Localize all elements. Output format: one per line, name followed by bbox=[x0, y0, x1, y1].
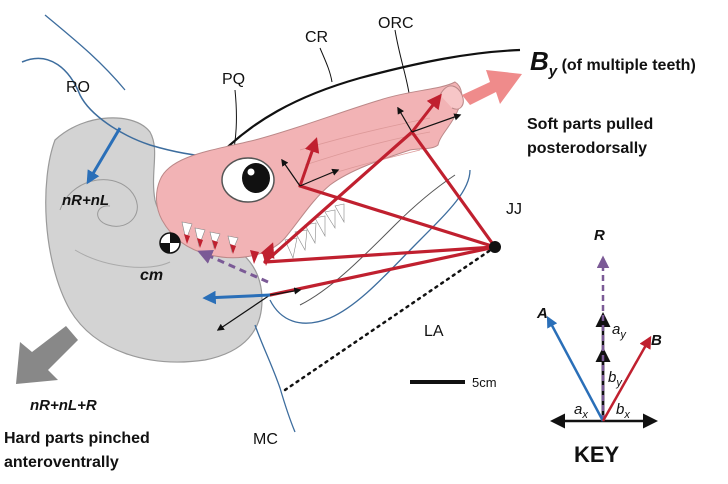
key-ay-sub: y bbox=[619, 329, 627, 341]
key-label-by: by bbox=[608, 369, 623, 389]
hard-arrow-label: nR+nL+R bbox=[30, 397, 97, 414]
soft-caption-line-1: Soft parts pulled bbox=[527, 116, 653, 133]
label-pq: PQ bbox=[222, 71, 245, 88]
jaw-outline bbox=[299, 174, 456, 306]
key-label-r: R bbox=[594, 227, 605, 244]
label-cr: CR bbox=[305, 29, 328, 46]
label-cm: cm bbox=[140, 267, 163, 284]
by-suffix: (of multiple teeth) bbox=[557, 57, 696, 74]
label-jj: JJ bbox=[506, 201, 522, 218]
jj-joint bbox=[489, 241, 501, 253]
key-label-ay: ay bbox=[612, 321, 627, 341]
by-main: B bbox=[530, 46, 549, 76]
label-orc: ORC bbox=[378, 15, 414, 32]
label-nr-nl: nR+nL bbox=[62, 192, 109, 209]
by-label: By (of multiple teeth) bbox=[530, 46, 696, 80]
la-dotted-line bbox=[283, 245, 497, 392]
soft-caption-line-2: posterodorsally bbox=[527, 140, 647, 157]
key-by-sub: y bbox=[615, 377, 623, 389]
purple-dashed-arrow bbox=[197, 249, 269, 284]
key-bx-main: b bbox=[616, 401, 624, 418]
label-scale: 5cm bbox=[472, 375, 497, 390]
key-ax-sub: x bbox=[581, 409, 588, 421]
eye bbox=[221, 157, 275, 203]
key-ay-main: a bbox=[612, 321, 620, 338]
mc-outline-2 bbox=[269, 169, 471, 324]
key-diagram bbox=[546, 255, 658, 429]
by-sub: y bbox=[548, 63, 558, 80]
blue-arrows bbox=[86, 127, 271, 305]
key-title: KEY bbox=[574, 442, 620, 467]
key-label-bx: bx bbox=[616, 401, 630, 421]
key-ax-main: a bbox=[574, 401, 582, 418]
red-force-lines bbox=[263, 130, 497, 297]
key-label-a: A bbox=[536, 305, 548, 322]
mc-outline bbox=[254, 324, 296, 433]
label-mc: MC bbox=[253, 431, 278, 448]
key-by-main: b bbox=[608, 369, 616, 386]
cm-symbol bbox=[159, 232, 181, 254]
orc-line bbox=[394, 29, 411, 101]
cr-leader bbox=[319, 47, 333, 83]
label-ro: RO bbox=[66, 79, 90, 96]
key-bx-sub: x bbox=[623, 409, 630, 421]
skull-inner-contour bbox=[59, 179, 138, 227]
hard-parts-arrow bbox=[16, 326, 78, 384]
skull-lower-contour bbox=[74, 249, 171, 268]
hard-caption-line-1: Hard parts pinched bbox=[4, 430, 150, 447]
ro-top-line bbox=[44, 14, 126, 91]
cr-outline bbox=[209, 48, 521, 166]
red-force-arrows bbox=[260, 93, 442, 263]
hard-caption-line-2: anteroventrally bbox=[4, 454, 119, 471]
key-label-b: B bbox=[651, 332, 662, 349]
label-la: LA bbox=[424, 323, 444, 340]
black-vectors bbox=[216, 106, 462, 331]
by-arrow bbox=[462, 70, 522, 105]
key-label-ax: ax bbox=[574, 401, 588, 421]
